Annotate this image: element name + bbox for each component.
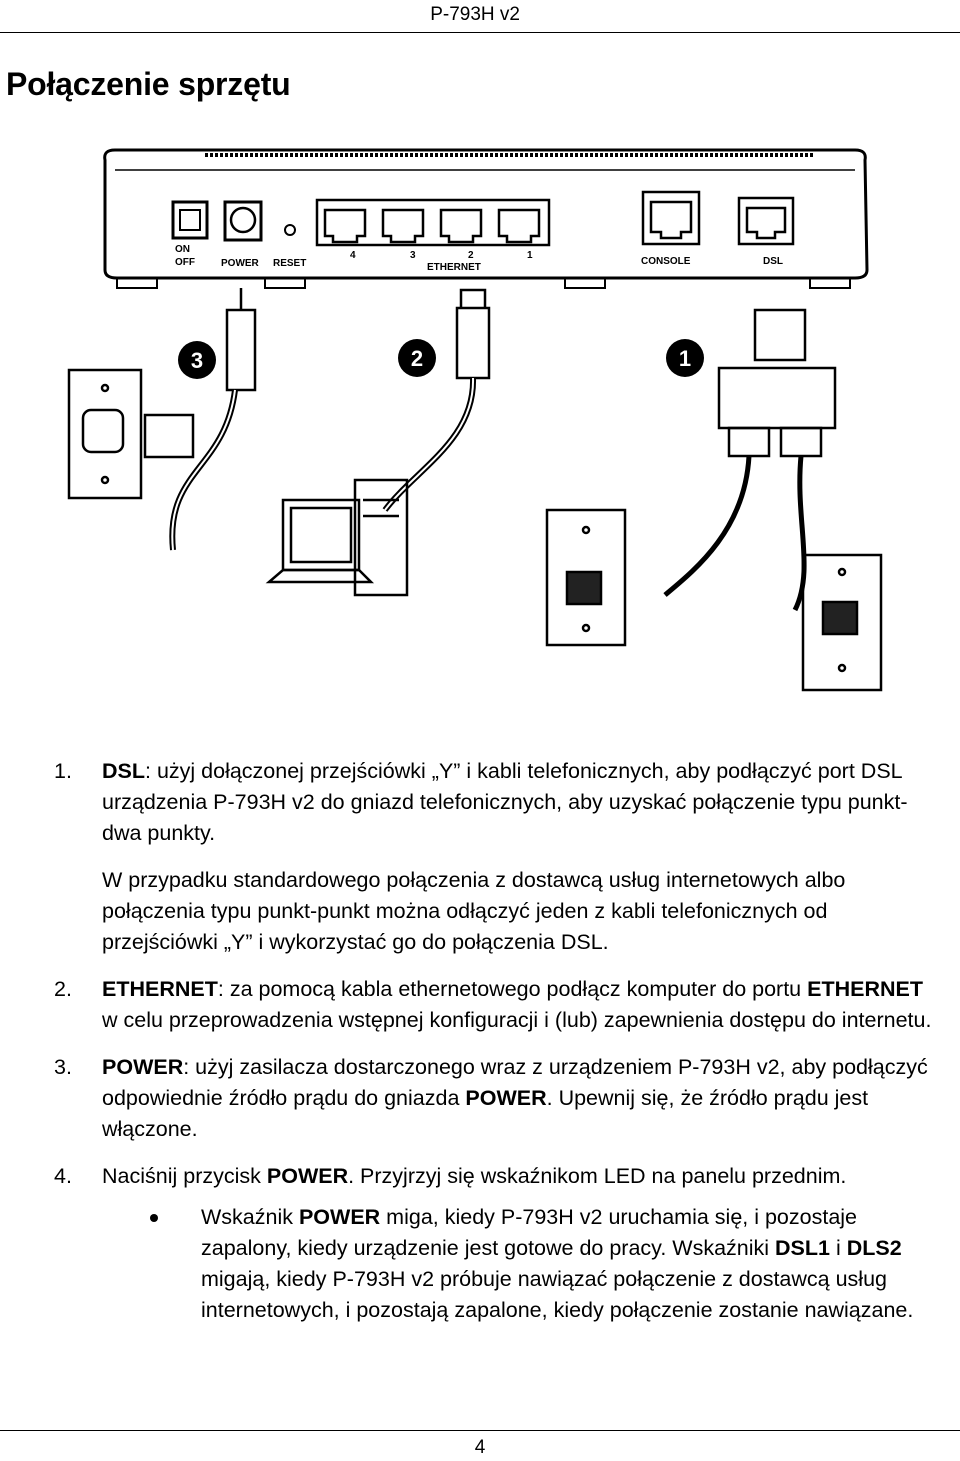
port-number-1: 1 — [527, 250, 533, 261]
port-number-3: 3 — [410, 250, 416, 261]
callout-3: 3 — [178, 341, 216, 379]
step-1-note: W przypadku standardowego połączenia z d… — [102, 868, 846, 954]
step-keyword: POWER — [266, 1164, 349, 1188]
label-console: CONSOLE — [641, 256, 691, 267]
port-number-4: 4 — [350, 250, 356, 261]
ethernet-ports — [315, 198, 551, 247]
step-keyword: POWER — [465, 1086, 547, 1110]
page-number: 4 — [474, 1437, 486, 1458]
footer-rule — [0, 1430, 960, 1431]
power-switch — [171, 200, 209, 240]
router-back-panel — [103, 148, 869, 289]
bullet-keyword: DLS2 — [846, 1236, 902, 1260]
svg-text:1: 1 — [679, 346, 691, 371]
step-text: . Przyjrzyj się wskaźnikom LED na panelu… — [348, 1164, 847, 1188]
step-keyword: ETHERNET — [807, 977, 923, 1001]
power-cable — [169, 288, 257, 551]
bullet-dot — [150, 1214, 158, 1222]
step-3: 3. POWER: użyj zasilacza dostarczonego w… — [0, 1052, 960, 1145]
label-off: OFF — [175, 257, 195, 268]
port-number-2: 2 — [468, 250, 474, 261]
bullet-keyword: POWER — [298, 1205, 381, 1229]
bullet-text: migają, kiedy P-793H v2 próbuje nawiązać… — [201, 1267, 914, 1322]
callout-2: 2 — [398, 339, 436, 377]
reset-hole — [284, 224, 296, 236]
step-text: Naciśnij przycisk — [102, 1164, 267, 1188]
header-rule — [0, 32, 960, 33]
computer — [265, 478, 409, 597]
svg-text:2: 2 — [411, 346, 423, 371]
bullet-text: i — [829, 1236, 847, 1260]
phone-jacks — [545, 508, 883, 692]
hardware-connection-figure: ON OFF POWER RESET ETHERNET CONSOLE DSL … — [55, 140, 915, 700]
label-power: POWER — [221, 258, 260, 269]
step-number: 1. — [54, 759, 72, 783]
header-model: P-793H v2 — [430, 4, 520, 25]
console-port — [641, 190, 701, 246]
svg-text:3: 3 — [191, 348, 203, 373]
page-header: P-793H v2 — [0, 0, 960, 34]
callout-1: 1 — [666, 339, 704, 377]
ethernet-cable — [382, 288, 491, 512]
step-text: w celu przeprowadzenia wstępnej konfigur… — [102, 1008, 932, 1032]
dsl-port — [737, 196, 795, 246]
bullet-text: Wskaźnik — [201, 1205, 299, 1229]
step-1: 1. DSL: użyj dołączonej przejściówki „Y”… — [0, 756, 960, 849]
step-keyword: DSL — [102, 759, 145, 783]
step-2: 2. ETHERNET: za pomocą kabla ethernetowe… — [0, 974, 960, 1036]
step-number: 3. — [54, 1055, 72, 1079]
step-text: : za pomocą kabla ethernetowego podłącz … — [217, 977, 808, 1001]
label-ethernet: ETHERNET — [427, 262, 481, 273]
label-on: ON — [175, 244, 190, 255]
y-splitter — [663, 308, 837, 612]
page-title: Połączenie sprzętu — [6, 66, 291, 102]
bullet-text: miga, kiedy P-793H v2 uruchamia się, i p… — [201, 1205, 858, 1260]
step-text: : użyj zasilacza dostarczonego wraz z ur… — [102, 1055, 928, 1110]
led-bullet: Wskaźnik POWER miga, kiedy P-793H v2 uru… — [0, 1202, 960, 1326]
label-reset: RESET — [273, 258, 306, 269]
step-number: 2. — [54, 977, 72, 1001]
step-keyword: ETHERNET — [102, 977, 218, 1001]
step-number: 4. — [54, 1164, 72, 1188]
instructions: 1. DSL: użyj dołączonej przejściówki „Y”… — [0, 756, 960, 1326]
step-4: 4. Naciśnij przycisk POWER. Przyjrzyj si… — [0, 1161, 960, 1192]
step-text: : użyj dołączonej przejściówki „Y” i kab… — [102, 759, 908, 845]
label-dsl: DSL — [763, 256, 783, 267]
power-jack — [223, 200, 263, 242]
step-text: . Upewnij się, że źródło prądu jest włąc… — [102, 1086, 869, 1141]
bullet-keyword: DSL1 — [775, 1236, 830, 1260]
power-outlet — [67, 368, 195, 500]
step-keyword: POWER — [102, 1055, 184, 1079]
